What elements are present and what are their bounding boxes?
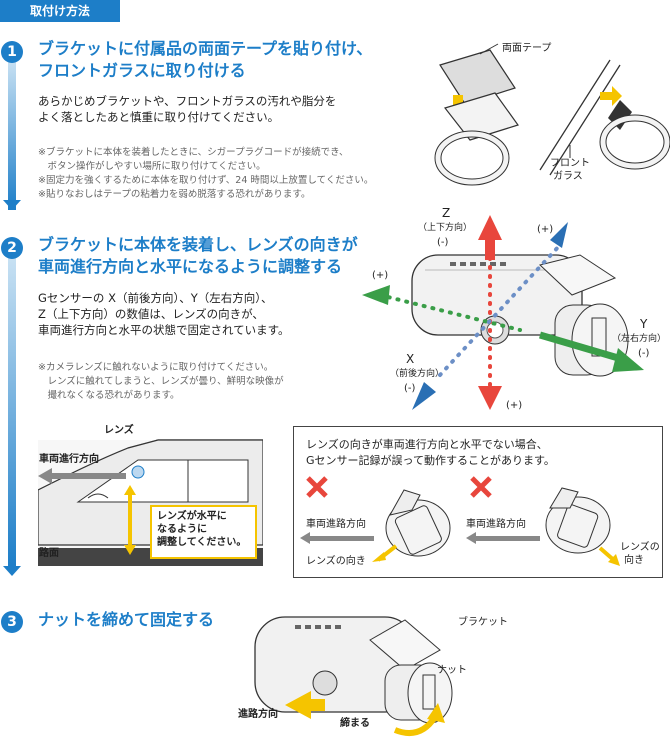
adjust-note-line2: なるように	[157, 524, 207, 535]
road-label: 路面	[39, 548, 59, 559]
vehicle-direction-label: 車両進行方向	[39, 454, 99, 465]
car-illustration	[38, 439, 263, 566]
adjust-note-line1: レンズが水平に	[157, 511, 227, 522]
lens-direction-label-left: レンズの向き	[306, 556, 366, 567]
step-3-title: ナットを締めて固定する	[38, 610, 215, 629]
front-glass-label-2: ガラス	[553, 171, 583, 182]
step-2-title-line1: ブラケットに本体を装着し、レンズの向きが	[38, 235, 358, 254]
x-axis-direction: （前後方向）	[390, 369, 445, 379]
z-axis-minus: (-)	[437, 237, 449, 248]
lens-direction-label-right-2: 向き	[624, 555, 644, 566]
travel-direction-label: 進路方向	[238, 709, 278, 720]
y-axis-minus: (-)	[638, 348, 650, 359]
step-1-title-line2: フロントガラスに取り付ける	[38, 61, 246, 80]
step-1-note: ※ブラケットに本体を装着したときに、シガープラグコードが接続でき、	[38, 147, 349, 158]
step-1-body-line2: よく落としたあと慎重に取り付けてください。	[38, 110, 280, 124]
step-2-bar	[8, 257, 16, 567]
z-axis-direction: （上下方向）	[418, 223, 473, 233]
section-tag: 取付け方法	[0, 0, 120, 22]
x-axis-minus: (-)	[404, 383, 416, 394]
step-1-note: ボタン操作がしやすい場所に取り付けてください。	[38, 161, 266, 172]
x-axis-plus: (+)	[372, 270, 389, 281]
y-axis-plus: (+)	[537, 224, 554, 235]
step-1-note: ※貼りなおしはテープの粘着力を弱め脱落する恐れがあります。	[38, 189, 311, 200]
warning-line1: レンズの向きが車両進行方向と水平でない場合、	[306, 438, 548, 451]
x-axis-label: X	[406, 352, 415, 366]
warning-line2: Gセンサー記録が誤って動作することがあります。	[306, 454, 555, 467]
step-2-note: 撮れなくなる恐れがあります。	[38, 390, 180, 401]
lens-label: レンズ	[104, 425, 134, 436]
tighten-label: 締まる	[340, 718, 370, 729]
vehicle-route-label-left: 車両進路方向	[306, 519, 366, 530]
adjust-note-box: レンズが水平に なるように 調整してください。	[150, 505, 257, 559]
step-1-bar	[8, 60, 16, 210]
y-axis-label: Y	[640, 317, 648, 331]
nut-label: ナット	[437, 665, 467, 676]
step-1-body-line1: あらかじめブラケットや、フロントガラスの汚れや脂分を	[38, 94, 337, 108]
warning-box	[293, 426, 663, 578]
incorrect-lens-illustrations	[300, 476, 620, 566]
step-2-title-line2: 車両進行方向と水平になるように調整する	[38, 257, 343, 276]
vehicle-route-label-right: 車両進路方向	[466, 519, 526, 530]
step-2-number: 2	[1, 237, 23, 259]
step-2-bar-arrow	[3, 566, 21, 576]
bracket-label: ブラケット	[458, 617, 508, 628]
front-glass-label-1: フロント	[550, 158, 590, 169]
z-axis-plus: (+)	[506, 400, 523, 411]
adjust-note-line3: 調整してください。	[157, 537, 247, 548]
y-axis-direction: （左右方向）	[612, 334, 667, 344]
step-1-note: ※固定力を強くするために本体を取り付けず、24 時間以上放置してください。	[38, 175, 374, 186]
step-1-title-line1: ブラケットに付属品の両面テープを貼り付け、	[38, 39, 373, 58]
g-sensor-axes-illustration	[362, 215, 644, 410]
bracket-tape-illustration	[434, 43, 670, 186]
step-2-body-line2: Z（上下方向）の数値は、レンズの向きが、	[38, 307, 264, 321]
step-1-bar-arrow	[3, 200, 21, 210]
nut-tightening-illustration	[254, 616, 453, 736]
step-2-body-line3: 車両進行方向と水平の状態で固定されています。	[38, 323, 290, 337]
step-2-note: ※カメラレンズに触れないように取り付けてください。	[38, 362, 274, 373]
step-2-note: レンズに触れてしまうと、レンズが曇り、鮮明な映像が	[38, 376, 284, 387]
step-2-body-line1: Gセンサーの X（前後方向）、Y（左右方向）、	[38, 291, 273, 305]
step-1-number: 1	[1, 41, 23, 63]
lens-direction-label-right-1: レンズの	[620, 542, 660, 553]
tape-label: 両面テープ	[502, 43, 552, 54]
z-axis-label: Z	[442, 206, 451, 220]
step-3-number: 3	[1, 611, 23, 633]
